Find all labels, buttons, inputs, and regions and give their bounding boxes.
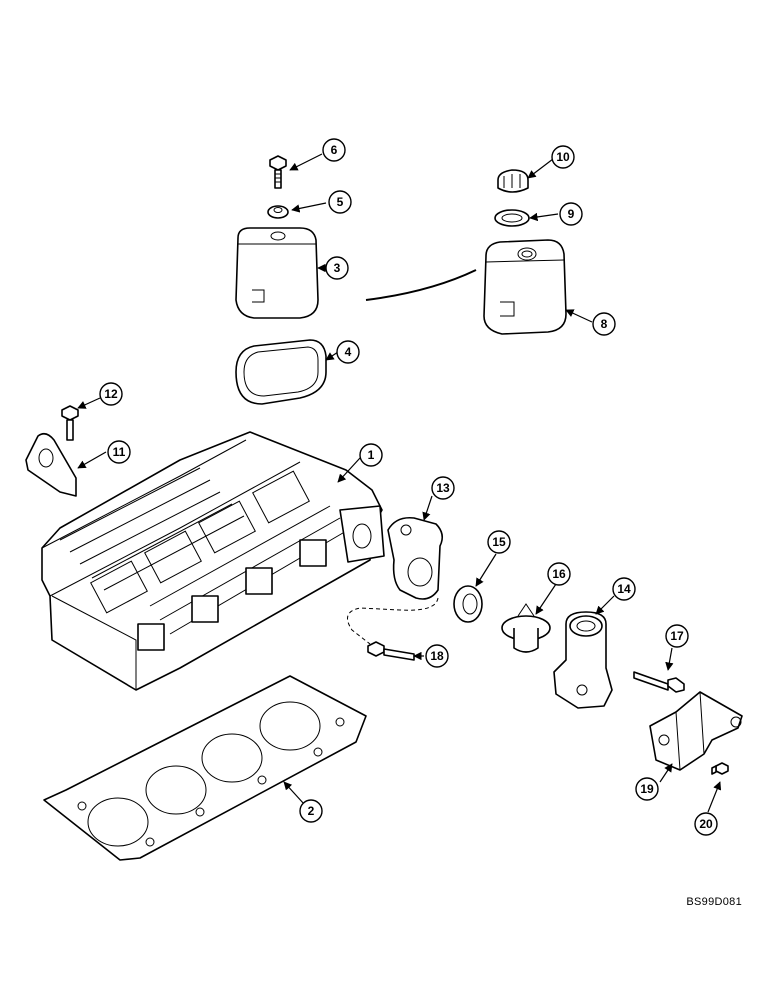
callout-13: 13 xyxy=(431,476,455,500)
callout-18: 18 xyxy=(425,644,449,668)
part-11-lifting-eye xyxy=(25,432,77,497)
svg-text:17: 17 xyxy=(670,629,684,643)
svg-text:12: 12 xyxy=(104,387,118,401)
part-4-cover-gasket xyxy=(235,339,327,405)
part-16-thermostat xyxy=(501,603,551,653)
callout-11: 11 xyxy=(107,440,131,464)
callout-2: 2 xyxy=(299,799,323,823)
svg-text:16: 16 xyxy=(552,567,566,581)
part-17-bolt xyxy=(633,671,685,693)
svg-text:15: 15 xyxy=(492,535,506,549)
part-8-rocker-cover xyxy=(483,239,567,335)
leader-lines xyxy=(77,153,722,813)
part-12-bolt xyxy=(61,405,79,441)
svg-text:19: 19 xyxy=(640,782,654,796)
part-13-outlet-gasket xyxy=(387,516,444,600)
callout-9: 9 xyxy=(559,202,583,226)
callout-3: 3 xyxy=(325,256,349,280)
dashed-connection xyxy=(347,597,439,645)
svg-text:2: 2 xyxy=(308,804,315,818)
svg-text:5: 5 xyxy=(337,195,344,209)
callout-15: 15 xyxy=(487,530,511,554)
part-3-rocker-cover xyxy=(235,227,319,319)
callout-14: 14 xyxy=(612,577,636,601)
svg-text:4: 4 xyxy=(345,345,352,359)
callout-16: 16 xyxy=(547,562,571,586)
callout-8: 8 xyxy=(592,312,616,336)
part-18-bolt xyxy=(367,641,415,661)
callout-10: 10 xyxy=(551,145,575,169)
callout-19: 19 xyxy=(635,777,659,801)
part-6-bolt xyxy=(269,155,287,189)
svg-text:8: 8 xyxy=(601,317,608,331)
svg-text:9: 9 xyxy=(568,207,575,221)
callout-17: 17 xyxy=(665,624,689,648)
part-19-bracket xyxy=(649,691,743,771)
callout-4: 4 xyxy=(336,340,360,364)
part-20-bolt xyxy=(711,762,729,775)
part-1-cylinder-head xyxy=(41,431,385,691)
svg-text:3: 3 xyxy=(334,261,341,275)
part-14-thermostat-housing xyxy=(553,611,613,709)
part-2-head-gasket xyxy=(43,675,367,861)
svg-text:10: 10 xyxy=(556,150,570,164)
callout-12: 12 xyxy=(99,382,123,406)
svg-text:13: 13 xyxy=(436,481,450,495)
callout-20: 20 xyxy=(694,812,718,836)
part-5-washer xyxy=(267,205,289,219)
svg-text:6: 6 xyxy=(331,143,338,157)
svg-text:1: 1 xyxy=(368,448,375,462)
svg-text:11: 11 xyxy=(113,445,126,459)
callout-1: 1 xyxy=(359,443,383,467)
svg-text:18: 18 xyxy=(430,649,444,663)
callout-5: 5 xyxy=(328,190,352,214)
connection-curve xyxy=(365,269,477,301)
svg-text:20: 20 xyxy=(699,817,713,831)
callout-6: 6 xyxy=(322,138,346,162)
part-9-seal-ring xyxy=(494,209,530,227)
part-10-filler-cap xyxy=(497,169,529,193)
svg-text:14: 14 xyxy=(617,582,631,596)
part-15-seal xyxy=(453,585,483,623)
reference-code: BS99D081 xyxy=(686,896,742,908)
